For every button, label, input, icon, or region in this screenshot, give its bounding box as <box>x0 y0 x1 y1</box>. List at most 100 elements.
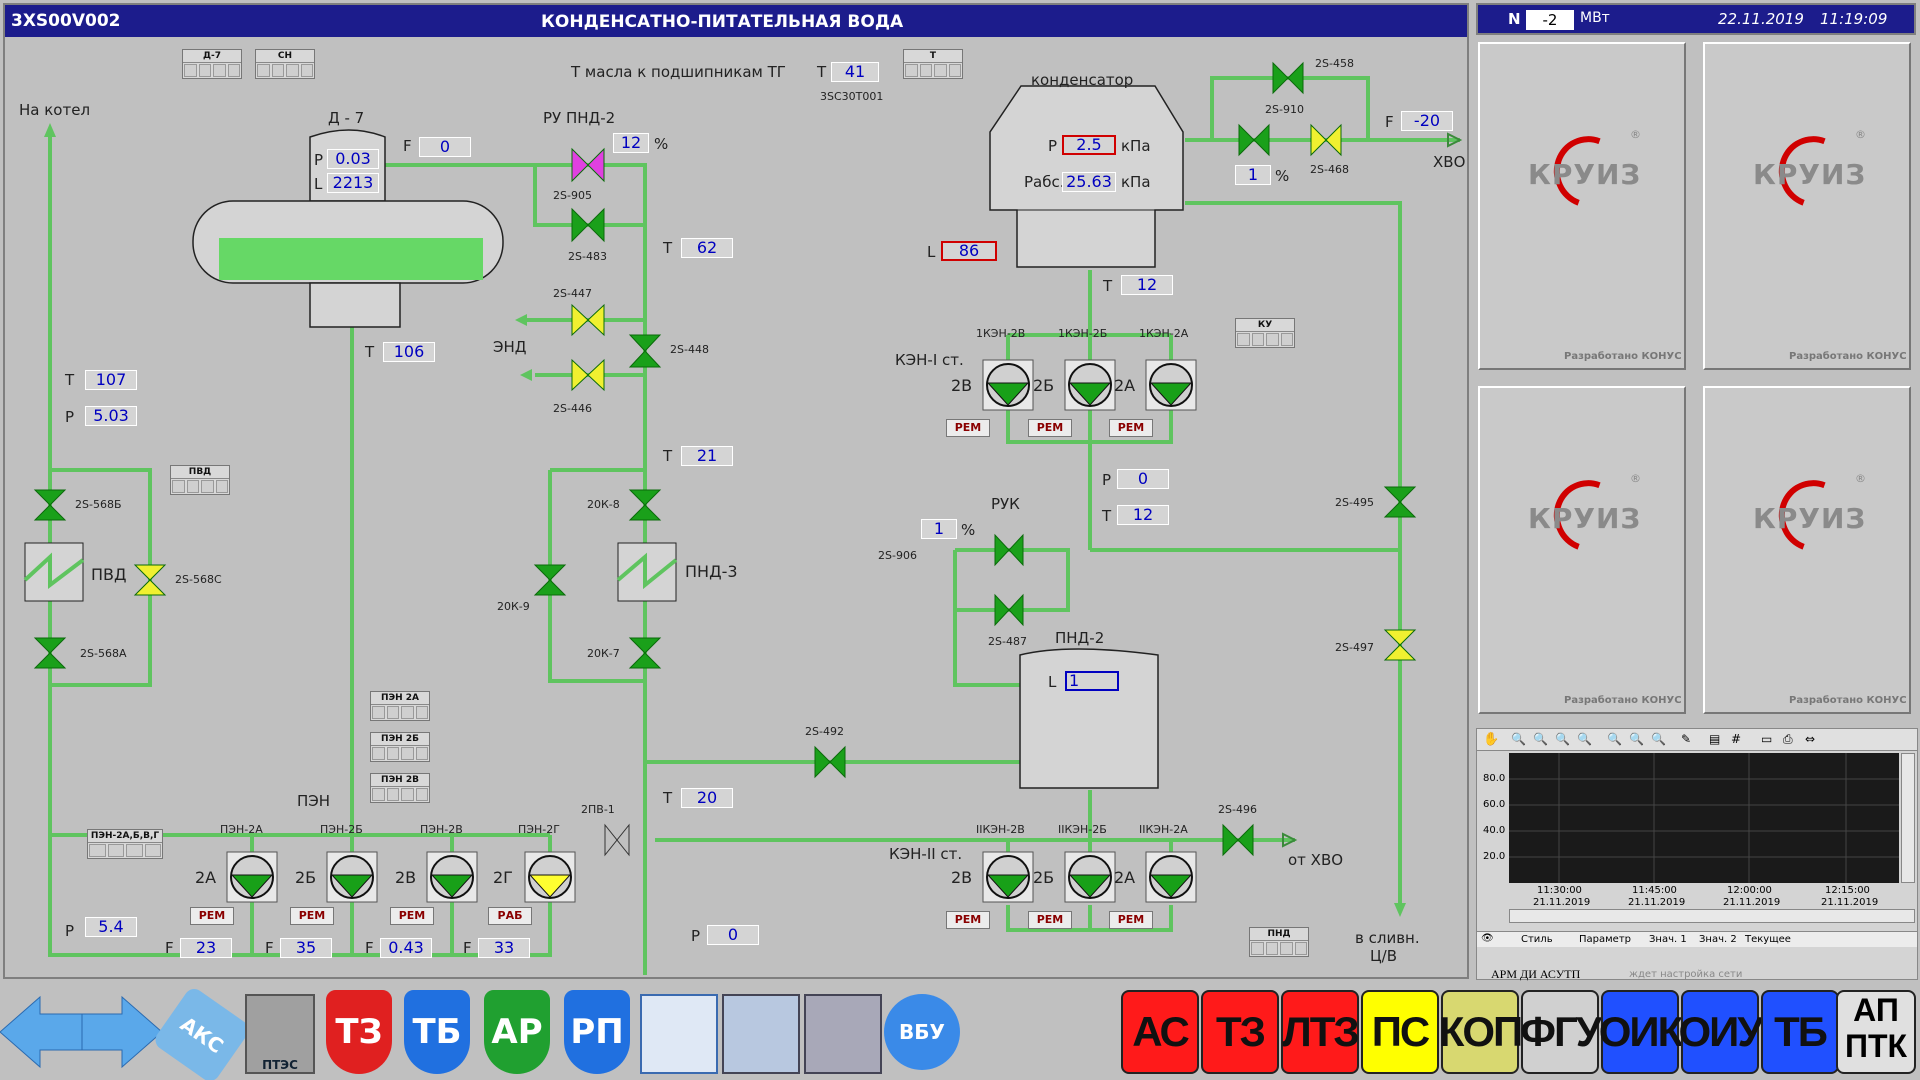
col-style[interactable]: Стиль <box>1521 934 1553 945</box>
ar-shield-icon[interactable]: АР <box>484 990 550 1074</box>
ken1-pump-name: 2А <box>1114 376 1136 395</box>
ken1-pump-2[interactable] <box>1145 359 1197 411</box>
xtick-date: 21.11.2019 <box>1533 897 1591 908</box>
button-sn[interactable]: СН <box>255 49 315 79</box>
dev-label: Разработано КОНУС <box>1564 351 1682 362</box>
ken1-pump-tag: 1КЭН-2В <box>976 327 1026 340</box>
ken1-pump-1[interactable] <box>1064 359 1116 411</box>
col-val1[interactable]: Знач. 1 <box>1649 934 1687 945</box>
tz-shield-icon[interactable]: ТЗ <box>326 990 392 1074</box>
alarm-button-2[interactable]: ЛТЗ <box>1281 990 1360 1074</box>
panel-1[interactable]: КРУИЗ®Разработано КОНУС <box>1478 42 1686 370</box>
fit-icon[interactable]: ⇔ <box>1805 732 1816 746</box>
vbu-close-icon[interactable]: ВБУ <box>884 994 960 1070</box>
alarm-button-4[interactable]: КОП <box>1439 990 1523 1074</box>
nav-arrows-icon[interactable] <box>0 992 165 1072</box>
ken2-pump-state-button[interactable]: РЕМ <box>946 911 990 929</box>
trend-plot[interactable] <box>1509 753 1899 883</box>
pen-pump-1[interactable] <box>326 851 378 903</box>
button-pen2v[interactable]: ПЭН 2В <box>370 773 430 803</box>
pnd2-l-value[interactable]: 1 <box>1065 671 1119 691</box>
pen-pump-name: 2А <box>195 868 217 887</box>
trends-icon[interactable] <box>640 994 718 1074</box>
pen-pump-2[interactable] <box>426 851 478 903</box>
panel-3[interactable]: КРУИЗ®Разработано КОНУС <box>1478 386 1686 714</box>
pen-pump-3[interactable] <box>524 851 576 903</box>
hand-icon[interactable]: ✋ <box>1483 732 1500 747</box>
ken2-pump-1[interactable] <box>1064 851 1116 903</box>
rp-shield-icon[interactable]: РП <box>564 990 630 1074</box>
tb-shield-icon[interactable]: ТБ <box>404 990 470 1074</box>
ken2-pump-2[interactable] <box>1145 851 1197 903</box>
network-icon[interactable] <box>722 994 800 1074</box>
ken2-pump-state-button[interactable]: РЕМ <box>1109 911 1153 929</box>
condenser-pabs-label: Pабс. <box>1024 173 1065 191</box>
ken1-pump-0[interactable] <box>982 359 1034 411</box>
zoom-out-icon[interactable]: 🔍 <box>1555 732 1570 746</box>
button-ku[interactable]: КУ <box>1235 318 1295 348</box>
panel-2[interactable]: КРУИЗ®Разработано КОНУС <box>1703 42 1911 370</box>
cursor-icon[interactable]: ✎ <box>1681 732 1692 746</box>
button-pnd[interactable]: ПНД <box>1249 927 1309 957</box>
ken1-pump-state-button[interactable]: РЕМ <box>946 419 990 437</box>
settings-icon[interactable] <box>804 994 882 1074</box>
zoom-x-icon[interactable]: 🔍 <box>1607 732 1622 746</box>
pen-pump-0[interactable] <box>226 851 278 903</box>
col-param[interactable]: Параметр <box>1579 934 1631 945</box>
button-pen-all[interactable]: ПЭН-2А,Б,В,Г <box>87 829 163 859</box>
pen-f-value: 23 <box>180 938 232 958</box>
panel-4[interactable]: КРУИЗ®Разработано КОНУС <box>1703 386 1911 714</box>
col-current[interactable]: Текущее <box>1745 934 1791 945</box>
alarm-button-6[interactable]: ОИК <box>1599 990 1683 1074</box>
ru-pnd2-value[interactable]: 12 <box>613 133 649 153</box>
eye-icon[interactable]: 👁 <box>1481 933 1494 944</box>
alarm-button-5[interactable]: ФГУ <box>1520 990 1602 1074</box>
ruk-value[interactable]: 1 <box>921 519 957 539</box>
zoom-icon[interactable]: 🔍 <box>1511 732 1526 746</box>
pnd-t1-label: T <box>663 239 673 257</box>
power-unit: МВт <box>1580 10 1610 26</box>
button-d7[interactable]: Д-7 <box>182 49 242 79</box>
hvo-valve-value[interactable]: 1 <box>1235 165 1271 185</box>
zoom-y-icon[interactable]: 🔍 <box>1629 732 1644 746</box>
alarm-button-0[interactable]: АС <box>1121 990 1199 1074</box>
hvo-valve-unit: % <box>1275 167 1290 185</box>
alarm-button-3[interactable]: ПС <box>1361 990 1439 1074</box>
ken2-pump-state-button[interactable]: РЕМ <box>1028 911 1072 929</box>
button-pvd[interactable]: ПВД <box>170 465 230 495</box>
zoom-reset-icon[interactable]: 🔍 <box>1651 732 1666 746</box>
save-icon[interactable]: ▭ <box>1761 732 1773 746</box>
ken1-pump-name: 2В <box>951 376 973 395</box>
pen-pump-state-button[interactable]: РЕМ <box>290 907 334 925</box>
alarm-button-1[interactable]: ТЗ <box>1201 990 1279 1074</box>
print-icon[interactable]: ⎙ <box>1783 732 1793 746</box>
pnd-t1-value: 62 <box>681 238 733 258</box>
alarm-button-7[interactable]: ОИУ <box>1679 990 1764 1074</box>
pen-pump-state-button[interactable]: РАБ <box>488 907 532 925</box>
grid-icon[interactable]: # <box>1731 732 1742 746</box>
ptes-icon[interactable]: ПТЭС <box>245 994 315 1074</box>
zoom-in-icon[interactable]: 🔍 <box>1533 732 1548 746</box>
pen-pump-state-button[interactable]: РЕМ <box>190 907 234 925</box>
button-pen2a[interactable]: ПЭН 2А <box>370 691 430 721</box>
aks-icon[interactable]: АКС <box>151 985 253 1080</box>
ken1-pump-state-button[interactable]: РЕМ <box>1028 419 1072 437</box>
chart-icon[interactable]: ▤ <box>1709 732 1721 746</box>
zoom-box-icon[interactable]: 🔍 <box>1577 732 1592 746</box>
ken1-pump-state-button[interactable]: РЕМ <box>1109 419 1153 437</box>
pen-f-label: F <box>265 939 274 957</box>
trend-vscroll[interactable] <box>1901 753 1915 883</box>
button-t[interactable]: Т <box>903 49 963 79</box>
col-val2[interactable]: Знач. 2 <box>1699 934 1737 945</box>
xtick-time: 11:30:00 <box>1537 885 1582 896</box>
button-pen2b[interactable]: ПЭН 2Б <box>370 732 430 762</box>
valve-568b-label: 2S-568Б <box>75 498 122 511</box>
alarm-button-8[interactable]: ТБ <box>1761 990 1839 1074</box>
trend-hscroll[interactable] <box>1509 909 1915 923</box>
ken2-pump-0[interactable] <box>982 851 1034 903</box>
pen-pump-state-button[interactable]: РЕМ <box>390 907 434 925</box>
valve-487-label: 2S-487 <box>988 635 1027 648</box>
ken1-pump-name: 2Б <box>1033 376 1055 395</box>
valve-446-label: 2S-446 <box>553 402 592 415</box>
